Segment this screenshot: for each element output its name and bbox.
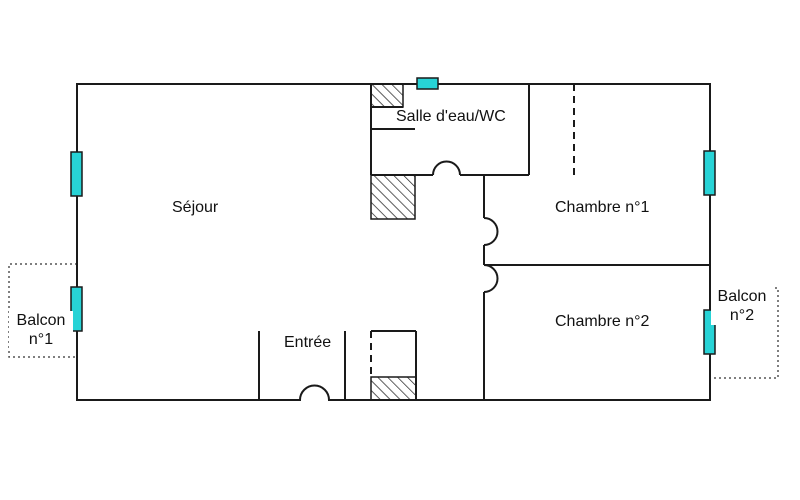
balcony-label-1-line1: Balcon (16, 312, 66, 329)
balcony-label-2-line1: Balcon (717, 288, 767, 305)
window-icon (416, 77, 439, 90)
balcony-outline-2 (710, 287, 779, 379)
room-label-chambre-2: Chambre n°2 (555, 313, 650, 330)
room-label-sejour: Séjour (172, 199, 219, 216)
balcony-label-1-line2: n°1 (28, 331, 54, 348)
window-icon (703, 150, 716, 196)
interior-walls (258, 84, 710, 400)
balcony-outline-1 (8, 263, 77, 358)
balcony-label-1: Balcon n°1 (9, 311, 73, 349)
dashed-partitions (370, 84, 575, 377)
door-swing-icon (299, 384, 330, 401)
room-label-entree: Entrée (284, 334, 332, 351)
hatched-block-icon (370, 83, 404, 108)
window-icon (70, 151, 83, 197)
door-swing-icon (483, 264, 499, 293)
room-label-chambre-1: Chambre n°1 (555, 199, 650, 216)
hatched-block-icon (370, 376, 417, 401)
balcony-label-2: Balcon n°2 (711, 287, 773, 325)
hatched-block-icon (370, 174, 416, 220)
room-label-salle-eau: Salle d'eau/WC (396, 108, 506, 125)
door-swing-icon (483, 217, 499, 246)
door-swing-icon (432, 160, 461, 176)
window-icon (703, 309, 716, 355)
exterior-walls (76, 83, 711, 401)
window-icon (70, 286, 83, 332)
balcony-label-2-line2: n°2 (729, 307, 755, 324)
